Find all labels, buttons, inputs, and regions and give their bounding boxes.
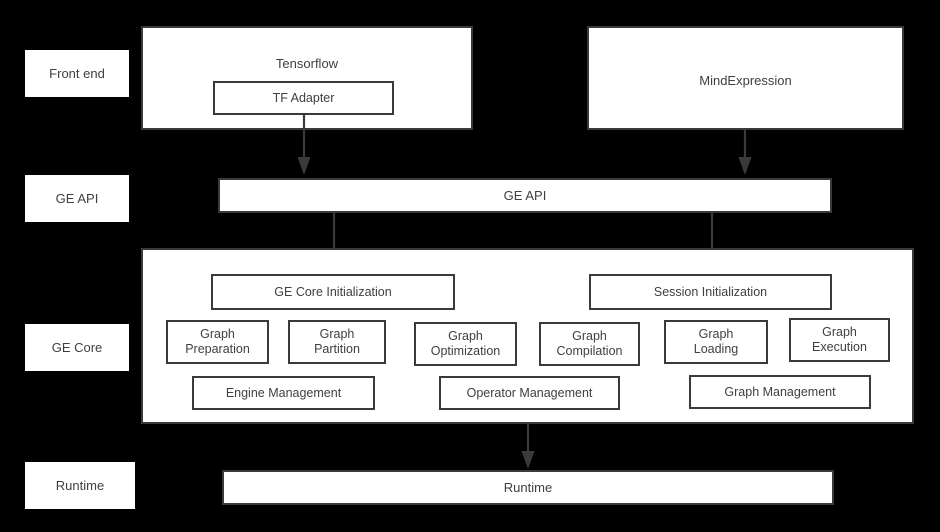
graph-management-box: Graph Management [689,375,871,409]
stage-label-ge-core: GE Core [25,324,129,371]
graph-compilation-box: Graph Compilation [539,322,640,366]
graph-preparation-box: Graph Preparation [166,320,269,364]
ge-api-bar: GE API [218,178,832,213]
mindexpression-label: MindExpression [699,73,792,88]
graph-partition-box: Graph Partition [288,320,386,364]
stage-label-front-end: Front end [25,50,129,97]
graph-execution-box: Graph Execution [789,318,890,362]
stage-label-runtime: Runtime [25,462,135,509]
ge-core-initialization-box: GE Core Initialization [211,274,455,310]
tf-adapter-box: TF Adapter [213,81,394,115]
tensorflow-label: Tensorflow [275,56,339,71]
operator-management-box: Operator Management [439,376,620,410]
arrow-mindexpression-to-ge-api [734,129,756,177]
session-initialization-box: Session Initialization [589,274,832,310]
engine-management-box: Engine Management [192,376,375,410]
graph-optimization-box: Graph Optimization [414,322,517,366]
arrow-ge-core-to-runtime [517,423,539,471]
stage-label-ge-api: GE API [25,175,129,222]
runtime-bar: Runtime [222,470,834,505]
mindexpression-container: MindExpression [587,26,904,130]
graph-loading-box: Graph Loading [664,320,768,364]
